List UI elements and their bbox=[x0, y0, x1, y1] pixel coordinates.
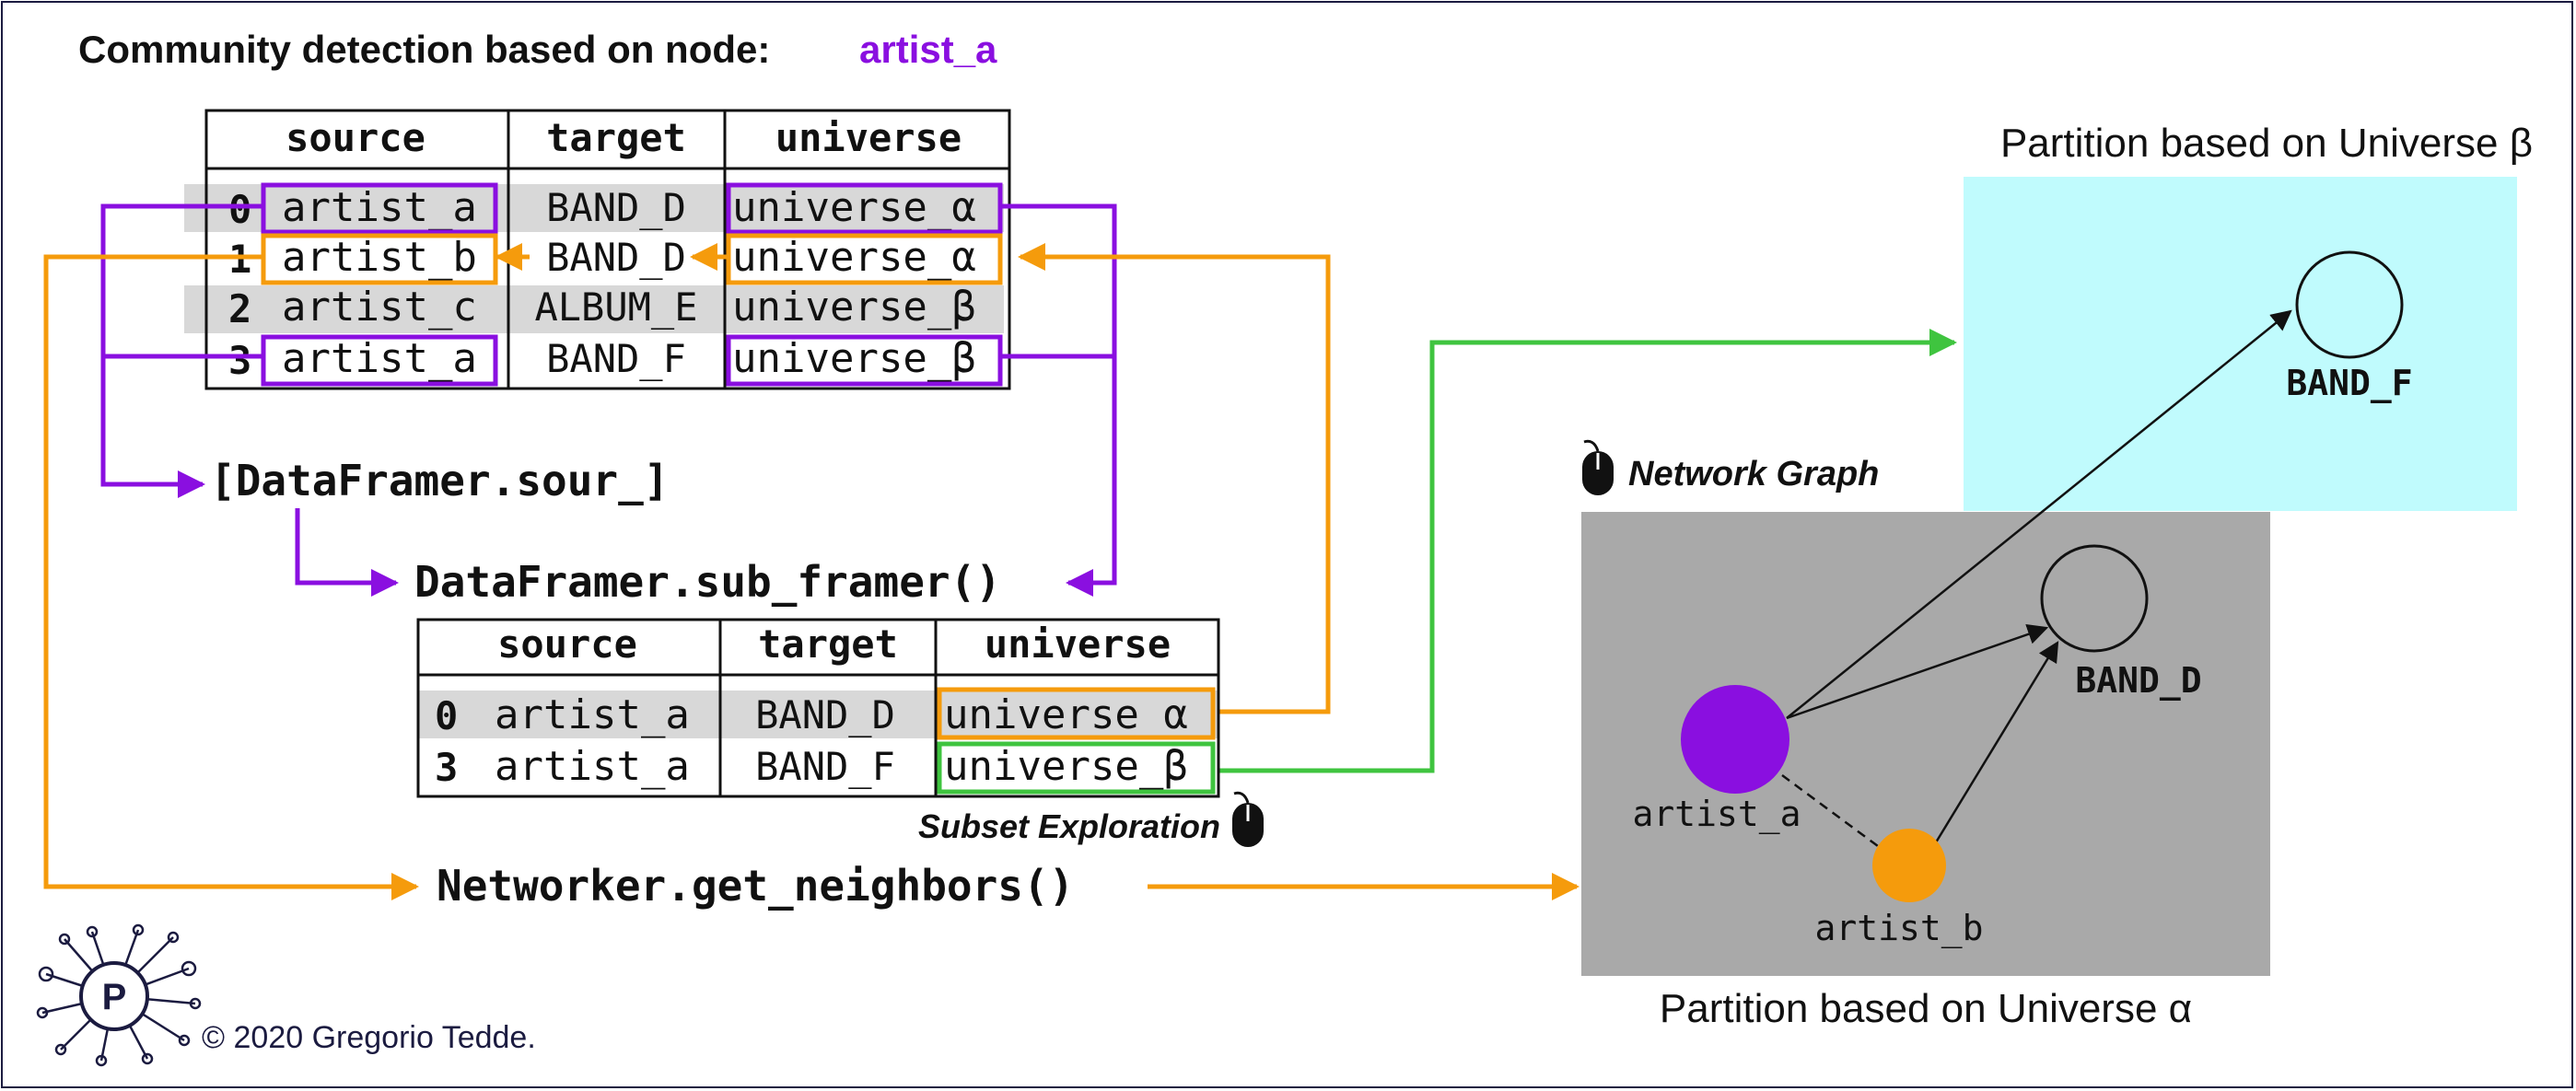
main-col-source: source bbox=[286, 115, 425, 160]
sub-cell-source: artist_a bbox=[495, 743, 690, 790]
main-cell-universe: universe_α bbox=[732, 184, 976, 231]
main-table-border bbox=[204, 109, 1011, 390]
edge-artistb-bandd bbox=[1934, 641, 2059, 843]
node-artist-b-label: artist_b bbox=[1814, 908, 1983, 949]
title-prefix: Community detection based on node: bbox=[78, 28, 770, 71]
copyright-text: © 2020 Gregorio Tedde. bbox=[202, 1020, 536, 1055]
sub-row-index: 3 bbox=[435, 745, 458, 790]
partition-beta-panel bbox=[1964, 177, 2517, 511]
sub-row-index: 0 bbox=[435, 693, 458, 738]
mouse-icon bbox=[1582, 439, 1614, 495]
edge-artista-bandf bbox=[1786, 309, 2292, 719]
main-cell-universe: universe_β bbox=[732, 335, 976, 382]
main-col-universe: universe bbox=[775, 115, 962, 160]
highlight-box-universe-3 bbox=[726, 334, 1003, 387]
arrow-artistb-to-neighbors bbox=[43, 254, 419, 900]
main-row-index: 3 bbox=[228, 338, 251, 383]
edge-artista-artistb bbox=[1781, 773, 1882, 851]
arrow-source-to-dataframer bbox=[100, 203, 263, 498]
sub-col-source: source bbox=[497, 621, 637, 667]
sub-col-universe: universe bbox=[985, 621, 1171, 667]
node-artist-b[interactable] bbox=[1872, 829, 1946, 902]
sub-cell-universe: universe_α bbox=[944, 691, 1188, 738]
node-band-d[interactable] bbox=[2040, 544, 2149, 653]
main-col-target: target bbox=[546, 115, 686, 160]
main-cell-source: artist_a bbox=[282, 335, 477, 382]
svg-text:P: P bbox=[102, 977, 127, 1017]
row-highlight-0 bbox=[184, 184, 1004, 232]
code-sub-framer: DataFramer.sub_framer() bbox=[414, 557, 1001, 607]
node-band-d-label: BAND_D bbox=[2075, 660, 2201, 701]
subset-exploration-label: Subset Exploration bbox=[918, 807, 1220, 845]
arrow-beta-to-partition bbox=[1218, 329, 1957, 773]
title-node: artist_a bbox=[859, 28, 997, 71]
main-table: source target universe 0 artist_a BAND_D… bbox=[184, 109, 1011, 390]
main-cell-target: BAND_D bbox=[546, 185, 686, 230]
sub-table: source target universe 0 artist_a BAND_D… bbox=[416, 618, 1220, 798]
main-row-index: 0 bbox=[228, 187, 251, 232]
code-dataframer-source: [DataFramer.sour_] bbox=[210, 456, 670, 505]
main-cell-source: artist_b bbox=[282, 234, 477, 281]
main-cell-target: BAND_F bbox=[546, 336, 686, 381]
arrow-dataframer-to-subframer bbox=[295, 508, 399, 597]
sub-cell-source: artist_a bbox=[495, 691, 690, 738]
sub-col-target: target bbox=[758, 621, 898, 667]
main-cell-target: ALBUM_E bbox=[534, 284, 697, 330]
network-graph-label: Network Graph bbox=[1628, 455, 1879, 493]
arrow-subset-to-universe bbox=[1018, 243, 1331, 714]
sub-cell-universe: universe_β bbox=[944, 743, 1188, 790]
main-cell-universe: universe_β bbox=[732, 284, 976, 331]
highlight-box-source-3 bbox=[261, 334, 498, 387]
node-band-f-label: BAND_F bbox=[2286, 363, 2412, 403]
main-cell-source: artist_a bbox=[282, 184, 477, 231]
edge-artista-bandd bbox=[1786, 624, 2049, 720]
main-cell-source: artist_c bbox=[282, 284, 477, 331]
sub-highlight-universe-beta bbox=[937, 741, 1216, 795]
node-artist-a-label: artist_a bbox=[1632, 794, 1801, 835]
sub-cell-target: BAND_F bbox=[755, 744, 895, 789]
arrow-universe-to-subframer bbox=[1000, 203, 1117, 597]
mouse-icon bbox=[1232, 791, 1264, 847]
main-cell-universe: universe_α bbox=[732, 234, 976, 281]
node-band-f[interactable] bbox=[2295, 250, 2404, 359]
sub-table-border bbox=[416, 618, 1220, 798]
partition-alpha-label: Partition based on Universe α bbox=[1660, 986, 2192, 1031]
sub-cell-target: BAND_D bbox=[755, 692, 895, 737]
code-get-neighbors: Networker.get_neighbors() bbox=[437, 861, 1074, 911]
main-row-index: 2 bbox=[228, 286, 251, 331]
sub-row-highlight-0 bbox=[419, 691, 1218, 738]
partition-beta-label: Partition based on Universe β bbox=[2000, 121, 2533, 166]
node-artist-a[interactable] bbox=[1681, 685, 1789, 794]
author-logo: P bbox=[36, 923, 202, 1067]
sub-highlight-universe-alpha bbox=[937, 687, 1216, 740]
main-cell-target: BAND_D bbox=[546, 235, 686, 280]
row-highlight-2 bbox=[184, 285, 1004, 333]
